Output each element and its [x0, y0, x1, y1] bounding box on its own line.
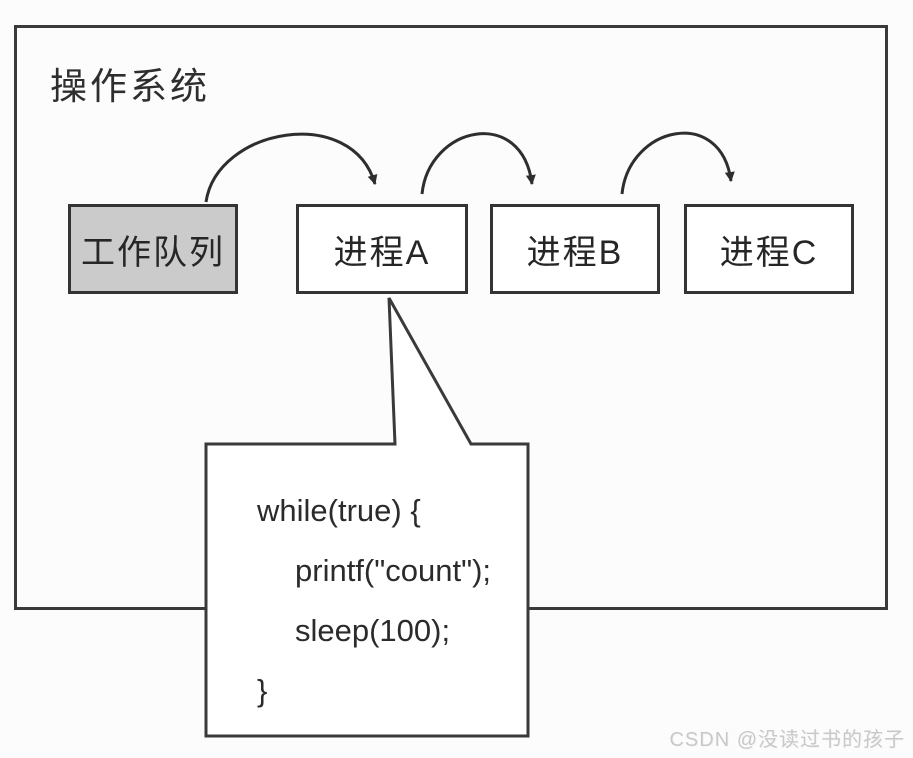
process-c-label: 进程C — [719, 233, 819, 272]
process-b-box: 进程B — [490, 204, 660, 294]
work-queue-box: 工作队列 — [68, 204, 238, 294]
csdn-watermark: CSDN @没读过书的孩子 — [669, 729, 905, 751]
work-queue-label: 工作队列 — [81, 233, 225, 272]
process-a-box: 进程A — [296, 204, 468, 294]
code-line: sleep(100); — [295, 613, 451, 648]
process-a-label: 进程A — [333, 233, 431, 272]
code-line: } — [257, 673, 268, 708]
os-label: 操作系统 — [50, 66, 210, 107]
code-line: while(true) { — [257, 493, 421, 528]
callout-code: while(true) { printf("count"); sleep(100… — [257, 481, 517, 721]
process-c-box: 进程C — [684, 204, 854, 294]
process-b-label: 进程B — [526, 233, 624, 272]
code-line: printf("count"); — [295, 553, 492, 588]
